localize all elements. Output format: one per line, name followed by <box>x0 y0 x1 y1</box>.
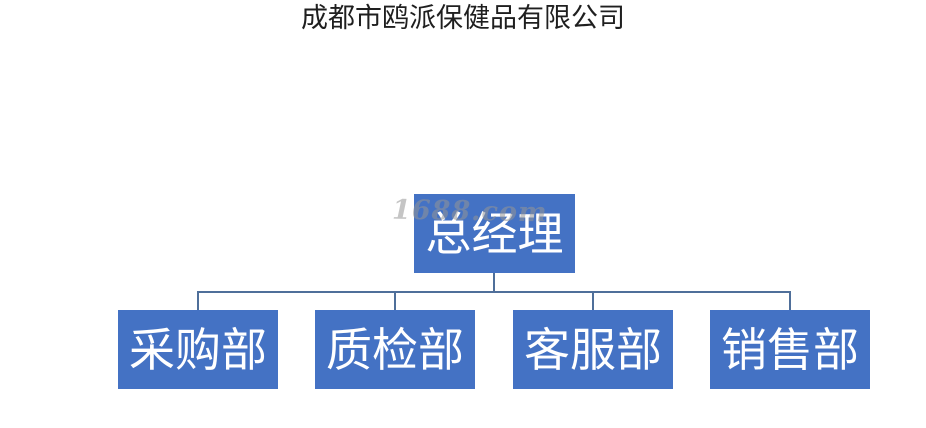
diagram-title: 成都市鸥派保健品有限公司 <box>301 3 625 34</box>
node-general-manager: 总经理 <box>414 194 575 273</box>
node-purchasing-dept: 采购部 <box>118 310 278 389</box>
node-sales-dept-label: 销售部 <box>721 322 859 377</box>
node-purchasing-dept-label: 采购部 <box>129 322 267 377</box>
node-general-manager-label: 总经理 <box>425 206 564 261</box>
node-sales-dept: 销售部 <box>710 310 870 389</box>
node-quality-dept: 质检部 <box>315 310 475 389</box>
node-customer-service-dept: 客服部 <box>513 310 673 389</box>
node-customer-service-dept-label: 客服部 <box>524 322 662 377</box>
node-quality-dept-label: 质检部 <box>326 322 464 377</box>
